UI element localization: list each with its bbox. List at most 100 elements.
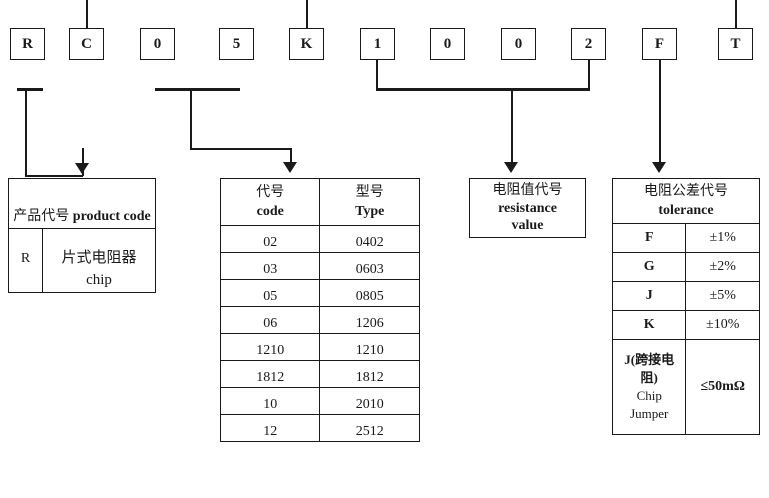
jumper-value-cell: ≤50mΩ	[685, 339, 760, 435]
product-code-meaning-en: chip	[86, 272, 112, 288]
type-header-cn: 型号	[355, 185, 384, 200]
product-code-header-cn: 产品代号	[13, 209, 70, 224]
product-code-meaning: 片式电阻器 chip	[43, 247, 155, 291]
part-char-9: 2	[584, 35, 593, 52]
table-row: 10 2010	[219, 387, 420, 415]
type-cell: 1812	[319, 360, 420, 388]
part-char-box-7: 0	[430, 28, 465, 60]
table-row: 1812 1812	[219, 360, 420, 388]
part-char-10: F	[654, 35, 665, 52]
tolerance-symbol-cell: F	[611, 223, 687, 253]
table-row: J ±5%	[611, 281, 760, 311]
part-char-5: K	[300, 35, 313, 52]
connector-product-code-top	[17, 88, 43, 91]
tolerance-header-cn: 电阻公差代号	[644, 184, 728, 199]
stub-line-t	[735, 0, 737, 28]
connector-product-code-drop	[82, 148, 84, 176]
connector-size-down	[190, 88, 192, 150]
type-header-en: Type	[355, 204, 385, 219]
connector-size-bracket	[155, 88, 240, 91]
stub-line-c	[86, 0, 88, 28]
part-char-box-10: F	[642, 28, 677, 60]
tolerance-table: 电阻公差代号 tolerance F ±1% G ±2% J ±5% K ±10…	[611, 178, 760, 435]
part-char-box-2: C	[69, 28, 104, 60]
jumper-symbol-line2: 阻)	[640, 370, 658, 385]
stub-line-k	[306, 0, 308, 28]
connector-resistance-left-drop	[376, 60, 378, 90]
connector-size-across	[190, 148, 292, 150]
table-row: 1210 1210	[219, 333, 420, 361]
connector-resistance-right-drop	[588, 60, 590, 90]
tolerance-header: 电阻公差代号 tolerance	[612, 178, 760, 224]
tolerance-symbol-cell: G	[611, 252, 687, 282]
code-cell: 1812	[219, 360, 321, 388]
code-table-header-code: 代号 code	[219, 178, 321, 226]
tolerance-header-en: tolerance	[658, 203, 714, 218]
part-char-11: T	[730, 35, 741, 52]
product-code-meaning-cn: 片式电阻器	[61, 250, 137, 266]
code-table-header-row: 代号 code 型号 Type	[219, 178, 420, 226]
connector-resistance-bracket	[376, 88, 590, 91]
tolerance-value-cell: ±10%	[685, 310, 760, 340]
part-char-box-8: 0	[501, 28, 536, 60]
part-char-1: R	[22, 35, 33, 52]
arrow-resistance-value	[504, 162, 518, 173]
jumper-symbol-line3: Chip	[636, 388, 662, 403]
part-char-4: 5	[232, 35, 241, 52]
part-char-box-3: 0	[140, 28, 175, 60]
table-row: 05 0805	[219, 279, 420, 307]
table-row-jumper: J(跨接电 阻) Chip Jumper ≤50mΩ	[611, 339, 760, 435]
tolerance-symbol-cell: K	[611, 310, 687, 340]
code-cell: 06	[219, 306, 321, 334]
jumper-symbol-line1: J(跨接电	[624, 352, 675, 367]
resistance-value-box: 电阻值代号 resistance value	[469, 178, 586, 238]
type-cell: 0402	[319, 225, 420, 253]
product-code-divider-vertical	[42, 228, 44, 292]
table-row: 12 2512	[219, 414, 420, 442]
part-char-3: 0	[153, 35, 162, 52]
product-code-header-en: product code	[72, 209, 151, 224]
code-cell: 12	[219, 414, 321, 442]
jumper-symbol-cell: J(跨接电 阻) Chip Jumper	[611, 339, 687, 435]
code-header-cn: 代号	[256, 185, 285, 200]
resistance-value-label-en-line2: value	[511, 218, 544, 233]
connector-size-drop	[290, 148, 292, 166]
connector-product-code-down	[25, 88, 27, 176]
product-code-header: 产品代号 product code	[9, 207, 155, 226]
product-code-box: 产品代号 product code R 片式电阻器 chip	[8, 178, 156, 293]
resistance-value-label-en-line1: resistance	[498, 201, 557, 216]
type-cell: 1210	[319, 333, 420, 361]
arrow-product-code	[75, 163, 89, 174]
tolerance-header-row: 电阻公差代号 tolerance	[612, 178, 760, 224]
tolerance-value-cell: ±5%	[685, 281, 760, 311]
type-cell: 2512	[319, 414, 420, 442]
part-char-7: 0	[443, 35, 452, 52]
part-char-6: 1	[373, 35, 382, 52]
type-cell: 2010	[319, 387, 420, 415]
part-char-box-5: K	[289, 28, 324, 60]
code-cell: 1210	[219, 333, 321, 361]
code-cell: 02	[219, 225, 321, 253]
product-code-divider-horizontal	[9, 228, 155, 230]
table-row: K ±10%	[611, 310, 760, 340]
code-table-header-type: 型号 Type	[319, 178, 420, 226]
table-row: 06 1206	[219, 306, 420, 334]
tolerance-value-cell: ±1%	[685, 223, 760, 253]
part-char-box-4: 5	[219, 28, 254, 60]
part-char-box-1: R	[10, 28, 45, 60]
connector-resistance-down	[511, 88, 513, 166]
connector-product-code-across	[25, 175, 83, 177]
resistance-value-label-en: resistance value	[498, 200, 557, 234]
type-cell: 0805	[319, 279, 420, 307]
part-char-2: C	[81, 35, 92, 52]
code-cell: 05	[219, 279, 321, 307]
type-cell: 1206	[319, 306, 420, 334]
arrow-tolerance	[652, 162, 666, 173]
code-header-en: code	[256, 204, 284, 219]
code-cell: 10	[219, 387, 321, 415]
part-char-8: 0	[514, 35, 523, 52]
table-row: 02 0402	[219, 225, 420, 253]
tolerance-symbol-cell: J	[611, 281, 687, 311]
type-cell: 0603	[319, 252, 420, 280]
